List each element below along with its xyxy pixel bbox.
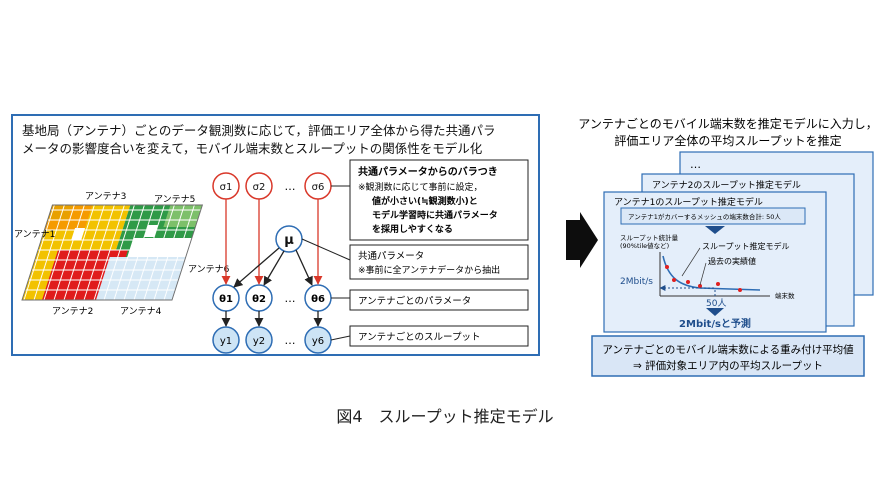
antenna-label-6: アンテナ6 (188, 264, 230, 275)
y2-node (245, 326, 273, 354)
y6-label: y6 (312, 336, 324, 347)
actual-point (738, 288, 742, 292)
x-axis-label: 端末数 (775, 291, 795, 300)
arrow-mu-theta2 (263, 250, 285, 286)
connector-mu (301, 238, 351, 261)
prediction-text: 2Mbit/sと予測 (679, 317, 751, 330)
antenna-label-1: アンテナ1 (14, 229, 55, 240)
antenna-label-3: アンテナ3 (85, 191, 126, 202)
arrow-mu-theta1 (233, 247, 280, 288)
theta-ellipsis: … (285, 292, 296, 305)
figure-caption: 図4 スループット推定モデル (336, 407, 554, 426)
left-description-line1: 基地局（アンテナ）ごとのデータ観測数に応じて，評価エリア全体から得た共通パラ (22, 123, 496, 138)
input-count-text: アンテナ1がカバーするメッシュの端末数合計: 50人 (628, 212, 781, 221)
callout-variation-title: 共通パラメータからのバラつき (358, 165, 498, 178)
sigma2-label: σ2 (253, 182, 266, 193)
callout-common-line1: 共通パラメータ (358, 251, 424, 262)
y1-node (212, 326, 240, 354)
callout-params-text: アンテナごとのパラメータ (358, 295, 471, 307)
callout-variation-line2: 値が小さい(≒観測数小)と (371, 195, 478, 207)
antenna-label-5: アンテナ5 (154, 194, 195, 205)
y-ellipsis: … (285, 334, 296, 347)
card-back-ellipsis: … (690, 158, 701, 171)
card-front-title: アンテナ1のスループット推定モデル (614, 196, 763, 208)
leader-actual (699, 262, 707, 286)
callout-throughput-text: アンテナごとのスループット (358, 331, 480, 343)
sigma1-label: σ1 (220, 182, 233, 193)
leader-model (681, 247, 701, 277)
arrow-mu-theta6 (295, 249, 313, 286)
antenna-label-2: アンテナ2 (52, 306, 93, 317)
connector-y (330, 335, 351, 341)
callout-throughput (349, 325, 529, 347)
actual-point (716, 282, 720, 286)
sigma6-label: σ6 (312, 182, 325, 193)
value-2mbit: 2Mbit/s (620, 277, 653, 287)
sigma-ellipsis: … (285, 180, 296, 193)
actual-point (686, 280, 690, 284)
theta6-label: θ6 (311, 294, 325, 305)
legend-model: スループット推定モデル (702, 241, 790, 251)
right-arrow-icon (566, 212, 598, 268)
callout-common-line2: ※事前に全アンテナデータから抽出 (358, 264, 500, 276)
theta2-label: θ2 (252, 294, 266, 305)
callout-variation (349, 159, 529, 241)
y-axis-label-line1: スループット統計量 (620, 233, 679, 242)
left-description-line2: メータの影響度合いを変えて，モバイル端末数とスループットの関係性をモデル化 (22, 141, 483, 156)
y2-label: y2 (253, 336, 265, 347)
mu-label: μ (284, 233, 294, 248)
result-line2: ⇒ 評価対象エリア内の平均スループット (633, 359, 823, 372)
throughput-chart: スループット統計量 (90%tile値など) 端末数 スループット推定モデル 過… (620, 233, 795, 309)
right-title-line2: 評価エリア全体の平均スループットを推定 (614, 133, 841, 148)
legend-actual: 過去の実績値 (708, 256, 756, 266)
graphical-model: σ1 σ2 … σ6 μ θ1 θ2 … θ6 y1 y2 … y6 (212, 172, 332, 354)
result-line1: アンテナごとのモバイル端末数による重み付け平均値 (602, 343, 854, 356)
callout-variation-line4: を採用しやすくなる (372, 223, 453, 235)
y-axis-label-line2: (90%tile値など) (620, 241, 669, 250)
callout-variation-line1: ※観測数に応じて事前に設定， (358, 181, 483, 193)
down-arrow-icon (706, 308, 724, 316)
antenna-label-4: アンテナ4 (120, 306, 162, 317)
actual-point (665, 265, 669, 269)
y1-label: y1 (220, 336, 232, 347)
callout-variation-line3: モデル学習時に共通パラメータ (372, 209, 498, 221)
result-box (591, 335, 865, 377)
callout-params (349, 289, 529, 311)
card-mid-title: アンテナ2のスループット推定モデル (652, 179, 801, 191)
antenna-grid-map (21, 204, 204, 301)
down-arrow-icon (705, 226, 725, 234)
callout-common (349, 244, 529, 280)
input-count-box (620, 207, 806, 225)
actual-point (672, 278, 676, 282)
actual-point (698, 284, 702, 288)
value-50-people: 50人 (706, 298, 726, 309)
right-title-line1: アンテナごとのモバイル端末数を推定モデルに入力し， (578, 116, 877, 131)
theta1-label: θ1 (219, 294, 233, 305)
